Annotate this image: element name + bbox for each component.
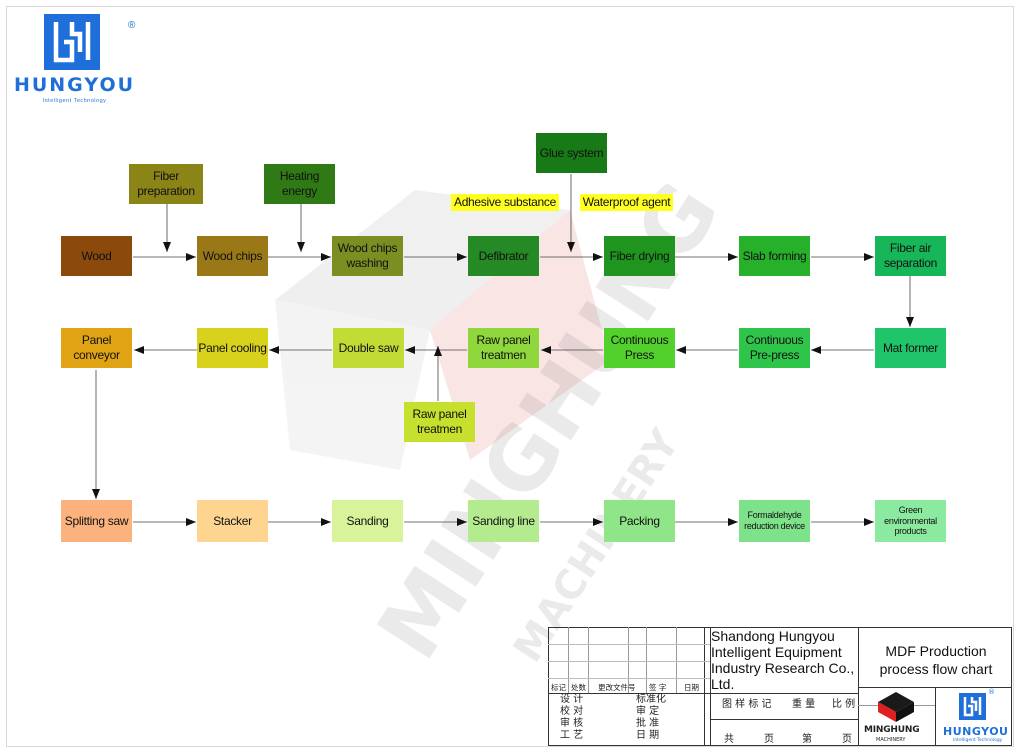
row-sheji: 设 计 bbox=[560, 694, 584, 705]
node-splitting-saw: Splitting saw bbox=[61, 500, 132, 542]
row-pizhun: 批 准 bbox=[636, 718, 660, 729]
node-sanding: Sanding bbox=[332, 500, 403, 542]
node-sanding-line: Sanding line bbox=[468, 500, 539, 542]
node-green-products: Green environmental products bbox=[875, 500, 946, 542]
cell-ye1: 页 bbox=[764, 734, 774, 745]
row-shenhe: 审 核 bbox=[560, 718, 584, 729]
node-wood-chips-washing: Wood chips washing bbox=[332, 236, 403, 276]
node-fiber-drying: Fiber drying bbox=[604, 236, 675, 276]
logo-wordmark: HUNGYOU bbox=[13, 74, 136, 96]
node-panel-cooling: Panel cooling bbox=[197, 328, 268, 368]
company-name: Shandong Hungyou Intelligent Equipment I… bbox=[711, 628, 855, 692]
label-adhesive-substance: Adhesive substance bbox=[451, 194, 559, 211]
row-riqi: 日 期 bbox=[636, 730, 660, 741]
logo-tagline: Intelligent Technology bbox=[42, 98, 107, 104]
hdr-chushu: 处数 bbox=[571, 683, 586, 692]
node-slab-forming: Slab forming bbox=[739, 236, 810, 276]
node-fiber-air-separation: Fiber air separation bbox=[875, 236, 946, 276]
row-jiaodui: 校 对 bbox=[560, 706, 584, 717]
node-stacker: Stacker bbox=[197, 500, 268, 542]
drawing-title: MDF Production process flow chart bbox=[879, 643, 993, 677]
title-block: 标记 处数 更改文件号 签 字 日期 设 计 校 对 审 核 工 艺 标准化 审… bbox=[548, 627, 1012, 746]
node-continuous-press: Continuous Press bbox=[604, 328, 675, 368]
hungyou-small-word: HUNGYOU bbox=[943, 725, 1009, 738]
registered-mark: ® bbox=[128, 20, 136, 31]
node-continuous-prepress: Continuous Pre-press bbox=[739, 328, 810, 368]
cell-gong: 共 bbox=[724, 734, 734, 745]
hungyou-small-icon bbox=[959, 693, 986, 720]
node-formaldehyde-reduction: Formaldehyde reduction device bbox=[739, 500, 810, 542]
hungyou-mark-icon bbox=[44, 14, 100, 70]
cell-zhongliang: 重 量 bbox=[792, 699, 816, 710]
node-wood: Wood bbox=[61, 236, 132, 276]
hdr-qianzi: 签 字 bbox=[649, 683, 667, 692]
row-biaozhunhua: 标准化 bbox=[636, 694, 666, 705]
hungyou-logo: ® HUNGYOU Intelligent Technology bbox=[12, 12, 137, 107]
node-heating-energy: Heating energy bbox=[264, 164, 335, 204]
minghung-sub: MACHINERY bbox=[876, 737, 906, 743]
node-double-saw: Double saw bbox=[333, 328, 404, 368]
node-fiber-preparation: Fiber preparation bbox=[129, 164, 203, 204]
hdr-biaoji: 标记 bbox=[551, 683, 566, 692]
cell-di: 第 bbox=[802, 734, 812, 745]
node-packing: Packing bbox=[604, 500, 675, 542]
node-wood-chips: Wood chips bbox=[197, 236, 268, 276]
drawing-frame bbox=[6, 6, 1014, 747]
hdr-riqi: 日期 bbox=[684, 683, 699, 692]
cell-tuyang: 图 样 标 记 bbox=[722, 699, 772, 710]
minghung-logo-icon bbox=[878, 692, 914, 722]
cell-bili: 比 例 bbox=[832, 699, 856, 710]
node-raw-panel-treatment-2: Raw panel treatmen bbox=[404, 402, 475, 442]
node-defibrator: Defibrator bbox=[468, 236, 539, 276]
minghung-word: MINGHUNG bbox=[864, 725, 920, 735]
node-mat-former: Mat former bbox=[875, 328, 946, 368]
row-gongyi: 工 艺 bbox=[560, 730, 584, 741]
node-panel-conveyor: Panel conveyor bbox=[61, 328, 132, 368]
cell-ye2: 页 bbox=[842, 734, 852, 745]
hungyou-small-sub: Intelligent Technology bbox=[953, 738, 1003, 743]
hungyou-small-reg: ® bbox=[988, 688, 995, 696]
node-raw-panel-treatment: Raw panel treatmen bbox=[468, 328, 539, 368]
hdr-gengai: 更改文件号 bbox=[598, 683, 636, 692]
row-shending: 审 定 bbox=[636, 706, 660, 717]
node-glue-system: Glue system bbox=[536, 133, 607, 173]
label-waterproof-agent: Waterproof agent bbox=[580, 194, 673, 211]
